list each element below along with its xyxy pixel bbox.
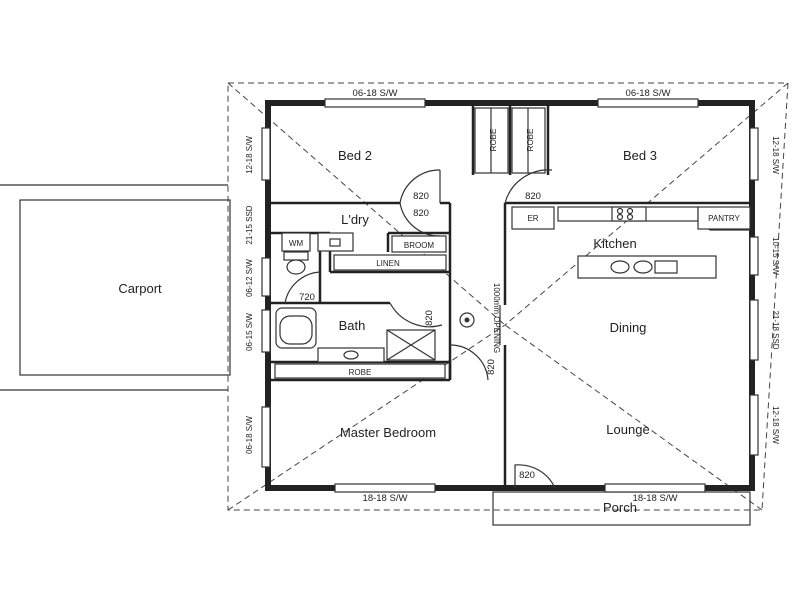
bathtub <box>275 307 317 349</box>
window-label: 06-18 S/W <box>626 88 671 99</box>
door-bed3 <box>504 169 553 204</box>
opening-label: 1000mm OPENING <box>492 283 501 353</box>
room-label-bed2: Bed 2 <box>338 148 372 163</box>
window-label: 06-18 S/W <box>353 88 398 99</box>
door-wc <box>284 271 321 304</box>
door-master <box>449 344 489 381</box>
door-width-label: 820 <box>525 191 541 202</box>
room-label-porch: Porch <box>603 500 637 515</box>
window-label: 12-18 S/W <box>771 406 780 444</box>
toilet <box>283 251 309 275</box>
laundry-tub <box>317 232 354 252</box>
window-label: 12-18 S/W <box>771 136 780 174</box>
robe-bed2 <box>474 107 509 174</box>
room-label-kitchen: Kitchen <box>593 236 636 251</box>
room-label-laundry: L'dry <box>341 212 369 227</box>
window-label: 18-18 S/W <box>363 493 408 504</box>
window-label: 12-18 S/W <box>245 136 254 174</box>
er-cupboard <box>511 206 555 230</box>
broom-label: BROOM <box>404 241 435 250</box>
door-width-label: 820 <box>413 191 429 202</box>
door-width-label: 820 <box>486 359 497 375</box>
pantry-label: PANTRY <box>708 214 740 223</box>
interior-walls <box>268 105 752 488</box>
wm-label: WM <box>289 239 304 248</box>
robe-bed3 <box>511 107 546 174</box>
window-label: 21-18 SSD <box>771 310 780 349</box>
roof-hip-line <box>227 324 506 511</box>
roof-outline <box>227 82 789 511</box>
shower <box>386 329 436 361</box>
door-width-label: 820 <box>413 208 429 219</box>
roof-hip-line <box>504 324 763 511</box>
carport <box>0 184 231 391</box>
vanity <box>317 347 385 363</box>
linen-cupboard <box>333 254 447 271</box>
broom-cupboard <box>391 235 447 253</box>
window-label: 10-15 S/W <box>771 237 780 275</box>
room-label-master: Master Bedroom <box>340 425 436 440</box>
window-label: 06-12 S/W <box>245 259 254 297</box>
robe-bath <box>274 363 446 379</box>
smoke-detector <box>459 312 475 328</box>
washing-machine <box>281 232 311 252</box>
kitchen-island <box>577 255 717 279</box>
robe-label: ROBE <box>526 129 535 152</box>
door-width-label: 820 <box>519 470 535 481</box>
er-label: ER <box>527 214 538 223</box>
room-label-bed3: Bed 3 <box>623 148 657 163</box>
door-width-label: 720 <box>299 292 315 303</box>
door-width-label: 820 <box>424 310 435 326</box>
windows <box>261 98 759 493</box>
robe-label: ROBE <box>349 368 372 377</box>
window-label: 18-18 S/W <box>633 493 678 504</box>
window-label: 06-15 S/W <box>245 313 254 351</box>
room-label-bath: Bath <box>339 318 366 333</box>
robe-label: ROBE <box>489 129 498 152</box>
window-label: 06-18 S/W <box>245 416 254 454</box>
room-label-dining: Dining <box>610 320 647 335</box>
door-bath <box>389 302 443 328</box>
door-entry <box>514 464 556 489</box>
room-label-lounge: Lounge <box>606 422 649 437</box>
room-label-carport: Carport <box>118 281 162 296</box>
roof-hip-line <box>504 82 789 326</box>
window-label: 21-15 SSD <box>245 205 254 244</box>
pantry <box>697 206 751 230</box>
linen-label: LINEN <box>376 259 400 268</box>
door-bed2 <box>399 169 441 204</box>
